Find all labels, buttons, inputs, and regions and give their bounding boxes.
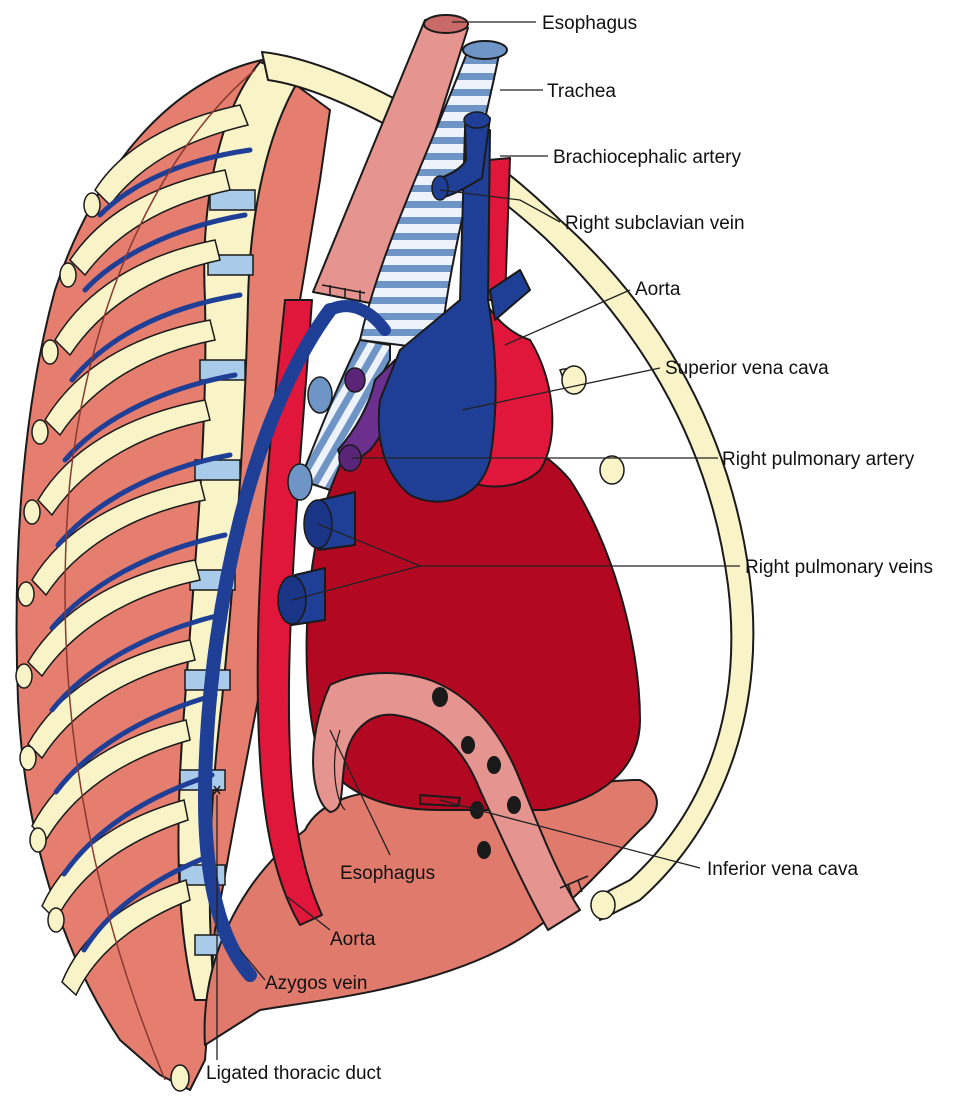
subclavian-end (464, 112, 490, 128)
label-right-subclavian-vein: Right subclavian vein (565, 213, 745, 234)
bronchus-branch-upper (308, 377, 332, 413)
label-ligated-thoracic-duct: Ligated thoracic duct (206, 1063, 382, 1084)
label-azygos-vein: Azygos vein (265, 973, 367, 994)
label-right-pulmonary-artery: Right pulmonary artery (722, 449, 915, 470)
label-brachiocephalic-artery: Brachiocephalic artery (553, 147, 741, 168)
label-esophagus-bottom: Esophagus (340, 863, 435, 884)
label-inferior-vena-cava: Inferior vena cava (707, 859, 858, 880)
label-right-pulmonary-veins: Right pulmonary veins (745, 557, 933, 578)
subclavian-side (432, 176, 448, 200)
label-aorta-top: Aorta (635, 279, 681, 300)
esophagus-lumen-top (424, 15, 468, 33)
pulmonary-artery-branch (345, 368, 365, 392)
label-superior-vena-cava: Superior vena cava (665, 358, 829, 379)
label-esophagus-top: Esophagus (542, 13, 637, 34)
label-trachea: Trachea (547, 81, 616, 102)
label-aorta-bottom: Aorta (330, 929, 376, 950)
bronchus-branch-lower (288, 464, 312, 500)
trachea-top (463, 41, 507, 59)
